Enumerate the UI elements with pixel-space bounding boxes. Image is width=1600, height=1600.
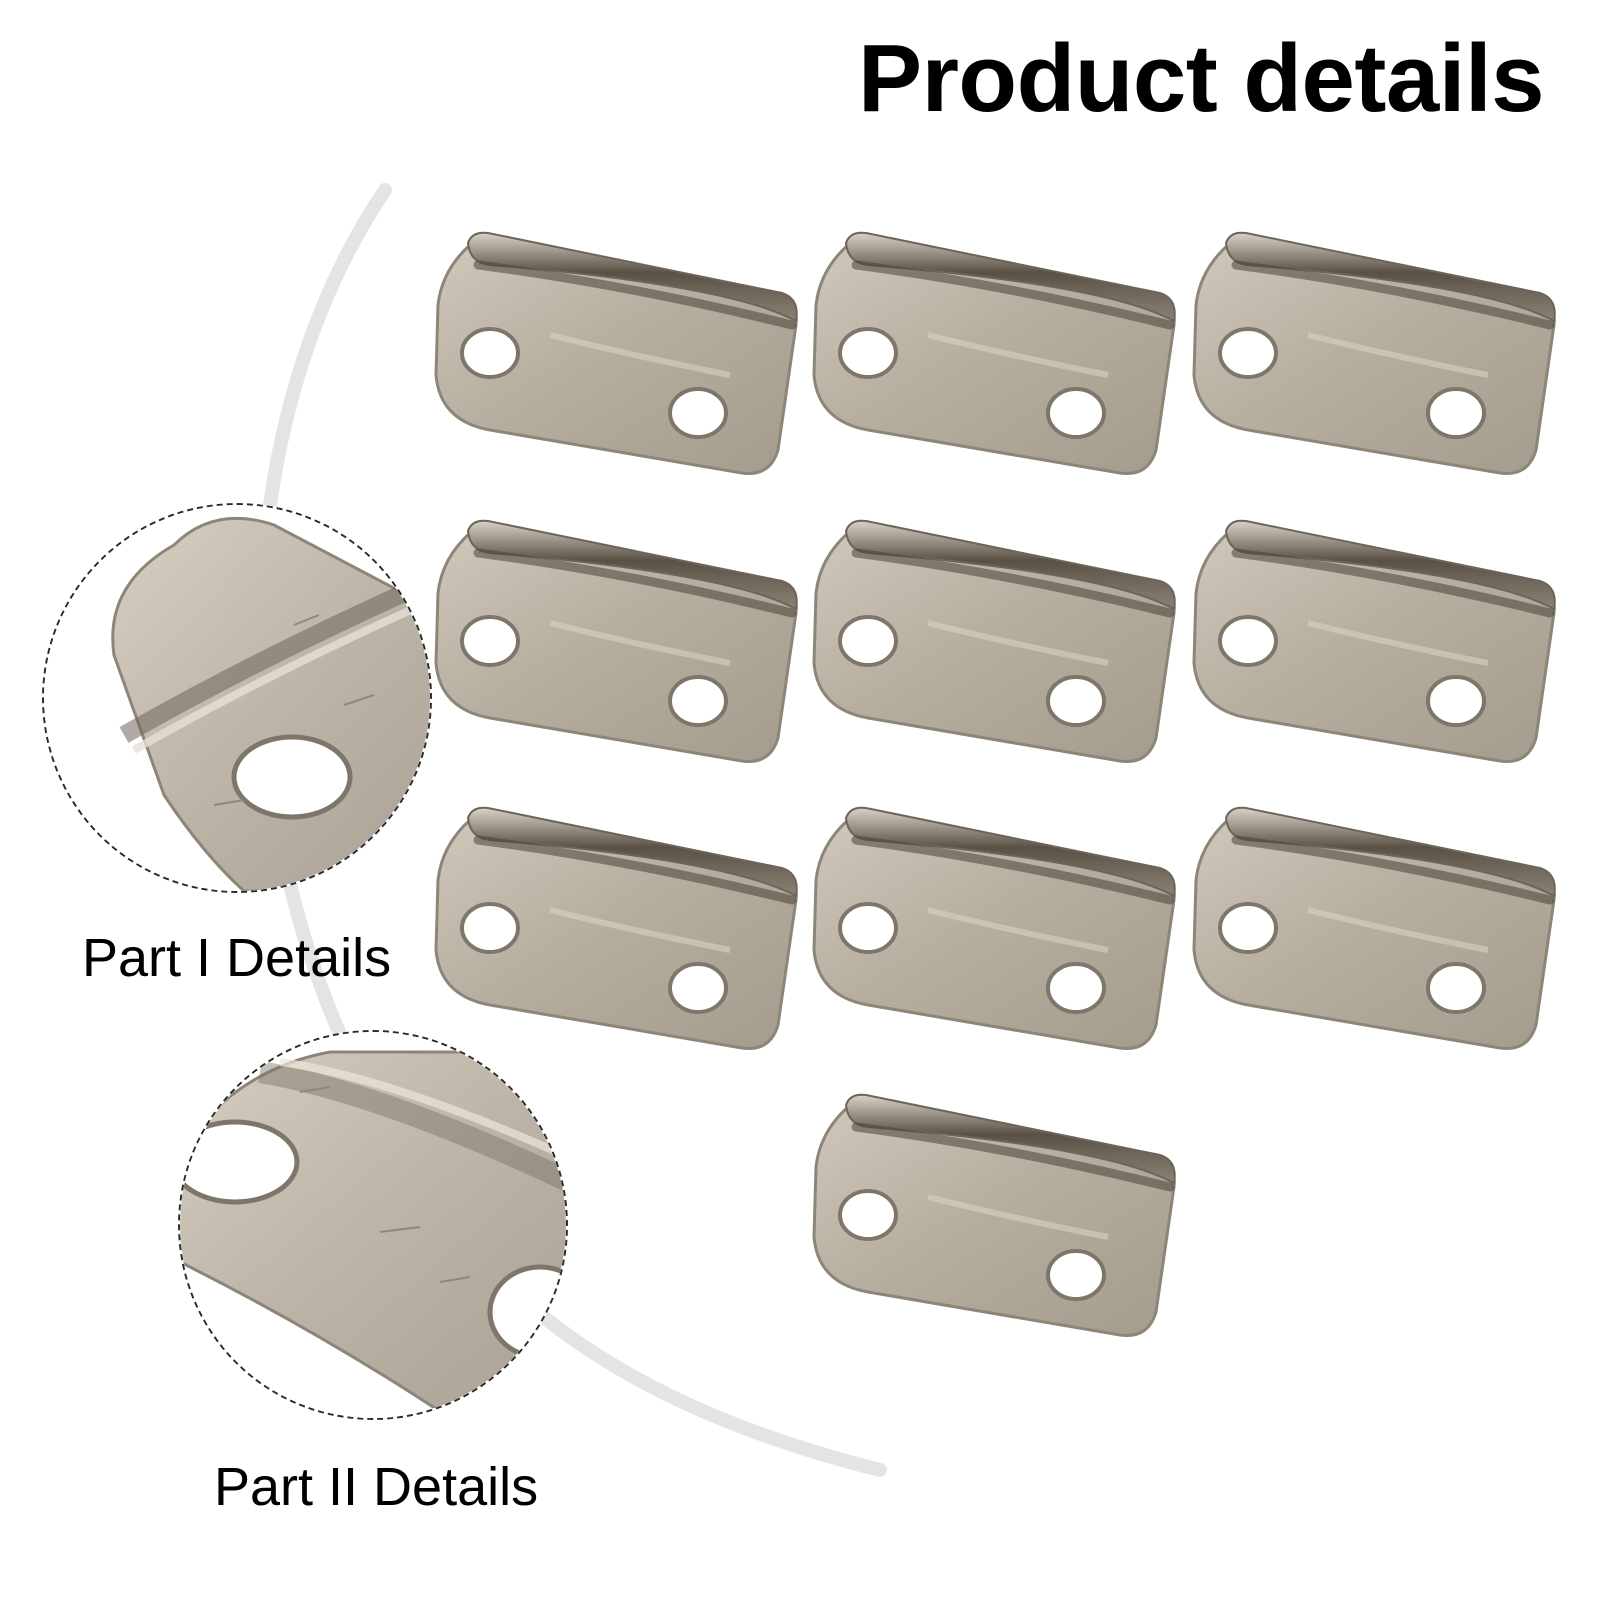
part-2-zoom-image xyxy=(180,1032,566,1418)
bracket-item-6 xyxy=(1188,513,1558,781)
bracket-item-9 xyxy=(1188,800,1558,1068)
bracket-item-8 xyxy=(808,800,1178,1068)
detail-circle-part-2 xyxy=(178,1030,568,1420)
bracket-item-2 xyxy=(808,225,1178,493)
bracket-item-7 xyxy=(430,800,800,1068)
bracket-item-5 xyxy=(808,513,1178,781)
bracket-item-3 xyxy=(1188,225,1558,493)
bracket-item-4 xyxy=(430,513,800,781)
detail-label-part-2: Part II Details xyxy=(214,1457,539,1517)
detail-label-part-1: Part I Details xyxy=(82,928,392,988)
bracket-item-10 xyxy=(808,1087,1178,1355)
bracket-item-1 xyxy=(430,225,800,493)
page-title: Product details xyxy=(858,25,1544,132)
detail-circle-part-1 xyxy=(42,503,432,893)
part-1-zoom-image xyxy=(44,505,430,891)
